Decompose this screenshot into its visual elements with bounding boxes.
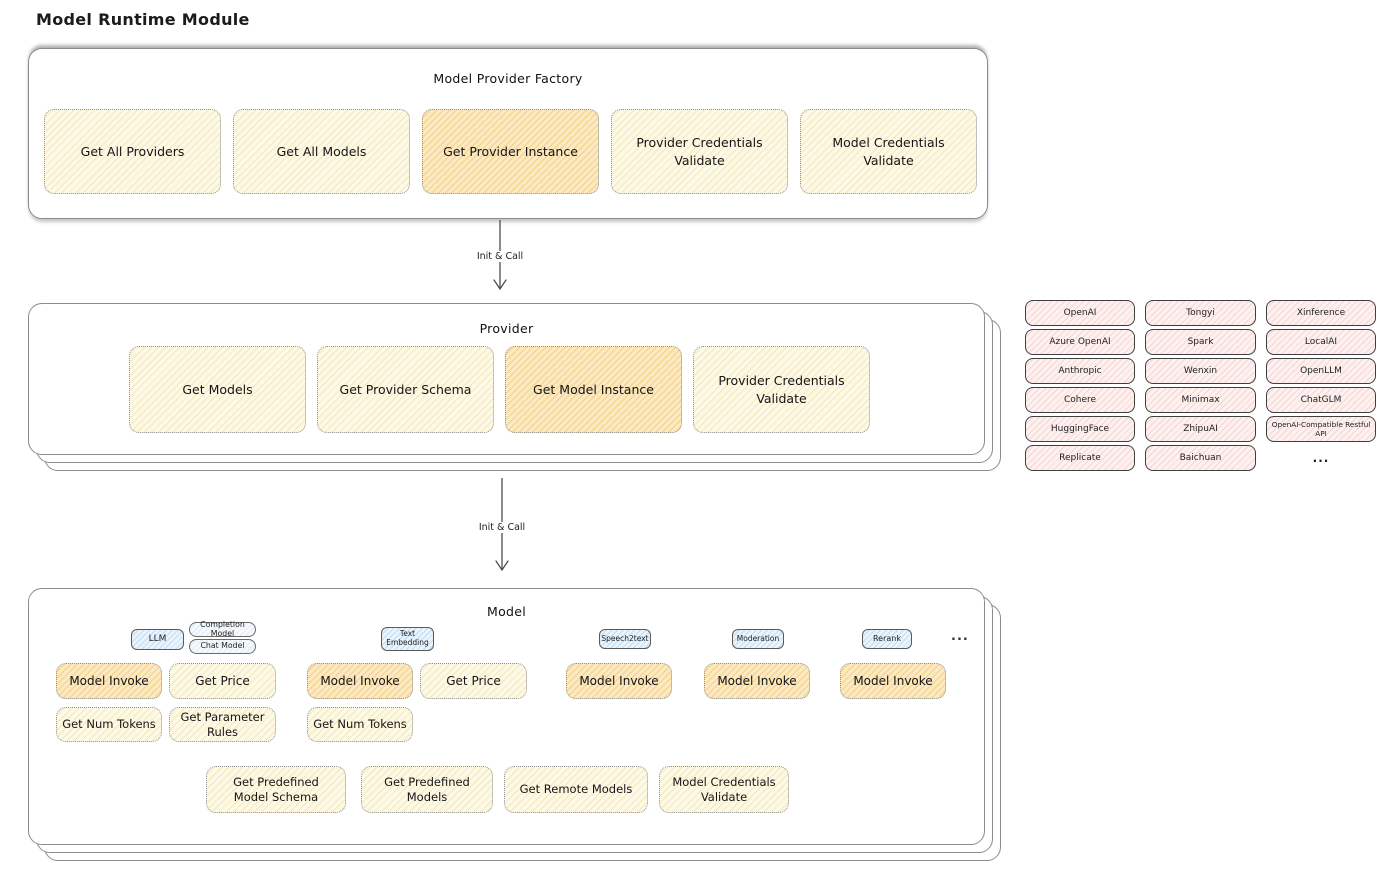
factory-panel: Model Provider Factory Get All Providers…	[28, 48, 988, 219]
provider-card-get-model-instance: Get Model Instance	[505, 346, 682, 433]
factory-card-get-provider-instance: Get Provider Instance	[422, 109, 599, 194]
vendor-zhipuai: ZhipuAI	[1145, 416, 1256, 442]
tag-rerank: Rerank	[862, 629, 912, 649]
llm-get-num-tokens: Get Num Tokens	[56, 707, 162, 742]
vendor-more-ellipsis: ...	[1312, 451, 1330, 465]
text-embedding-get-num-tokens: Get Num Tokens	[307, 707, 413, 742]
diagram-title: Model Runtime Module	[36, 10, 250, 29]
provider-panel-title: Provider	[479, 321, 534, 336]
vendor-minimax: Minimax	[1145, 387, 1256, 413]
vendor-baichuan: Baichuan	[1145, 445, 1256, 471]
vendor-chatglm: ChatGLM	[1266, 387, 1376, 413]
provider-panel: Provider Get Models Get Provider Schema …	[28, 303, 985, 455]
init-call-label-2: Init & Call	[469, 522, 535, 533]
vendor-grid: OpenAI Tongyi Xinference Azure OpenAI Sp…	[1025, 300, 1376, 471]
vendor-replicate: Replicate	[1025, 445, 1135, 471]
factory-panel-title: Model Provider Factory	[433, 71, 583, 86]
factory-card-model-credentials-validate: Model Credentials Validate	[800, 109, 977, 194]
tag-moderation: Moderation	[732, 629, 784, 649]
vendor-spark: Spark	[1145, 329, 1256, 355]
model-get-predefined-models: Get Predefined Models	[361, 766, 493, 813]
vendor-tongyi: Tongyi	[1145, 300, 1256, 326]
vendor-anthropic: Anthropic	[1025, 358, 1135, 384]
tag-chat-model: Chat Model	[189, 639, 256, 654]
rerank-model-invoke: Model Invoke	[840, 663, 946, 699]
vendor-cohere: Cohere	[1025, 387, 1135, 413]
factory-card-get-all-models: Get All Models	[233, 109, 410, 194]
llm-get-parameter-rules: Get Parameter Rules	[169, 707, 276, 742]
tag-completion-model: Completion Model	[189, 620, 256, 637]
vendor-openai: OpenAI	[1025, 300, 1135, 326]
vendor-wenxin: Wenxin	[1145, 358, 1256, 384]
model-get-remote-models: Get Remote Models	[504, 766, 648, 813]
speech2text-model-invoke: Model Invoke	[566, 663, 672, 699]
factory-card-provider-credentials-validate: Provider Credentials Validate	[611, 109, 788, 194]
provider-card-get-models: Get Models	[129, 346, 306, 433]
tag-llm: LLM	[131, 629, 184, 650]
tag-more-ellipsis: ...	[951, 629, 969, 644]
factory-card-get-all-providers: Get All Providers	[44, 109, 221, 194]
text-embedding-get-price: Get Price	[420, 663, 527, 699]
text-embedding-model-invoke: Model Invoke	[307, 663, 413, 699]
llm-get-price: Get Price	[169, 663, 276, 699]
llm-model-invoke: Model Invoke	[56, 663, 162, 699]
model-panel: Model LLM Completion Model Chat Model Te…	[28, 588, 985, 845]
model-credentials-validate: Model Credentials Validate	[659, 766, 789, 813]
vendor-huggingface: HuggingFace	[1025, 416, 1135, 442]
vendor-xinference: Xinference	[1266, 300, 1376, 326]
factory-card-row: Get All Providers Get All Models Get Pro…	[44, 109, 977, 194]
tag-text-embedding: Text Embedding	[381, 627, 434, 651]
provider-card-get-provider-schema: Get Provider Schema	[317, 346, 494, 433]
vendor-openai-compatible-restful-api: OpenAI-Compatible Restful API	[1266, 416, 1376, 442]
model-get-predefined-model-schema: Get Predefined Model Schema	[206, 766, 346, 813]
init-call-label-1: Init & Call	[467, 251, 533, 262]
vendor-azure-openai: Azure OpenAI	[1025, 329, 1135, 355]
moderation-model-invoke: Model Invoke	[704, 663, 810, 699]
provider-card-provider-credentials-validate: Provider Credentials Validate	[693, 346, 870, 433]
vendor-openllm: OpenLLM	[1266, 358, 1376, 384]
vendor-localai: LocalAI	[1266, 329, 1376, 355]
tag-speech2text: Speech2text	[599, 629, 651, 649]
provider-card-row: Get Models Get Provider Schema Get Model…	[129, 346, 870, 433]
model-panel-title: Model	[486, 604, 527, 619]
